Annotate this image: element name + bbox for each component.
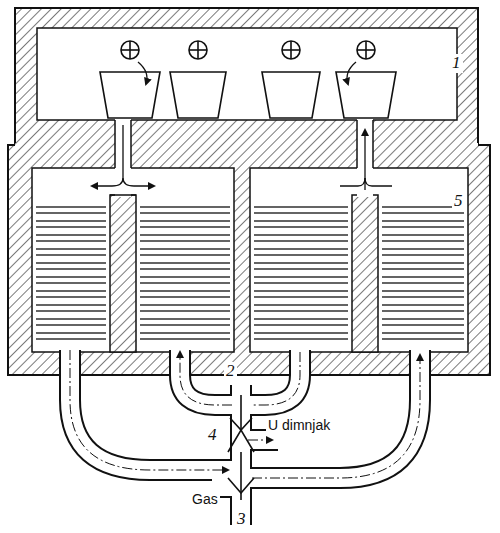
part-number: 5 (452, 192, 465, 211)
furnace-wall (15, 8, 478, 153)
checkerwork (382, 205, 464, 343)
inlet-label: Gas (190, 492, 220, 507)
regenerator-wall (8, 145, 490, 375)
checkerwork (36, 205, 106, 343)
furnace-chamber (37, 28, 457, 120)
part-number: 4 (206, 426, 219, 445)
burner (100, 41, 396, 118)
outlet-label: U dimnjak (266, 418, 332, 433)
part-number: 2 (224, 362, 237, 381)
reversing-valve (228, 395, 254, 500)
part-number: 1 (450, 54, 463, 73)
checkerwork (140, 205, 230, 343)
checkerwork (254, 205, 348, 343)
part-number: 3 (235, 510, 248, 529)
